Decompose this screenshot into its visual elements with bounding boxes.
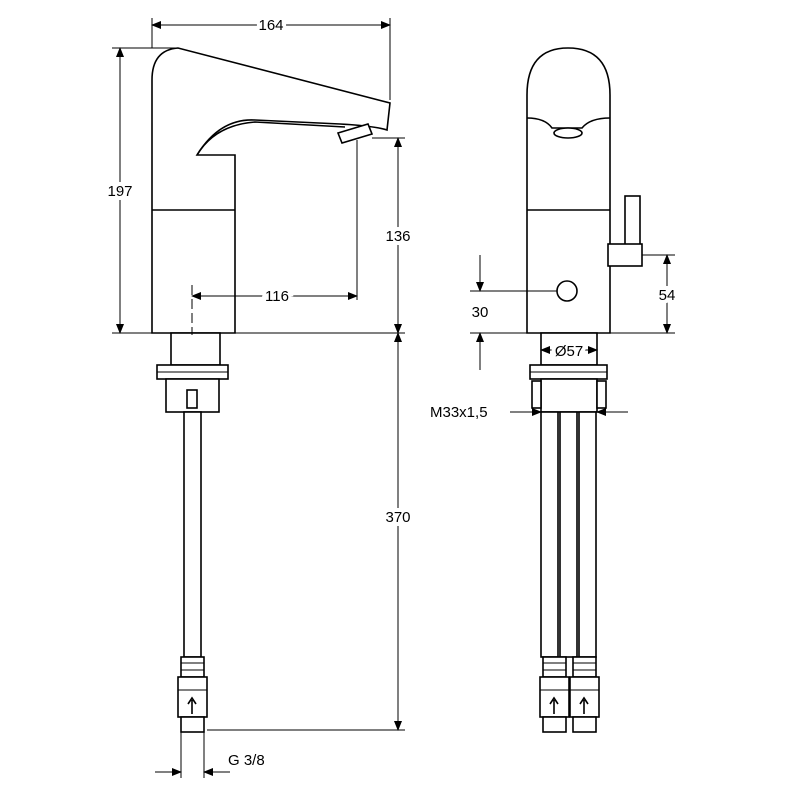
side-flow-arrow-icon bbox=[187, 696, 197, 714]
front-connector-end-left bbox=[542, 716, 567, 733]
dim-spout-reach: 116 bbox=[265, 288, 289, 305]
side-dimensions: 164 197 136 116 370 G 3/8 bbox=[103, 14, 415, 778]
front-body bbox=[526, 47, 611, 334]
front-connector-nut-left bbox=[542, 656, 567, 678]
side-outlet-aerator bbox=[336, 123, 374, 144]
side-view bbox=[151, 47, 391, 733]
dim-total-width: 164 bbox=[258, 17, 283, 34]
front-lever-handle bbox=[624, 195, 641, 249]
front-hose-center bbox=[559, 411, 578, 658]
dim-connection-thread: G 3/8 bbox=[228, 752, 265, 769]
front-hose-right bbox=[578, 411, 597, 658]
dim-sensor-height: 30 bbox=[472, 304, 489, 321]
front-fixing-body bbox=[540, 378, 598, 413]
front-connector-end-right bbox=[572, 716, 597, 733]
front-dimensions: 30 54 Ø57 M33x1,5 bbox=[430, 254, 679, 421]
side-hose bbox=[183, 411, 202, 658]
dim-body-diameter: Ø57 bbox=[555, 343, 583, 360]
front-lever-base bbox=[607, 243, 643, 267]
front-hose-left bbox=[540, 411, 559, 658]
side-shank bbox=[170, 332, 221, 366]
dim-hose-length: 370 bbox=[385, 509, 410, 526]
side-connector-end bbox=[180, 716, 205, 733]
side-connector-nut bbox=[180, 656, 205, 678]
sensor-window bbox=[556, 280, 578, 302]
front-flow-arrow-left-icon bbox=[549, 696, 559, 714]
side-spout-inner-curve bbox=[196, 121, 346, 156]
dim-spout-height: 136 bbox=[385, 228, 410, 245]
front-connector-nut-right bbox=[572, 656, 597, 678]
front-fixing-pin-right bbox=[596, 380, 607, 409]
dim-total-height: 197 bbox=[107, 183, 132, 200]
front-flow-arrow-right-icon bbox=[579, 696, 589, 714]
front-fixing-pin-left bbox=[531, 380, 542, 409]
front-outlet-aerator bbox=[553, 127, 583, 139]
front-view bbox=[526, 47, 643, 733]
dim-lever-height: 54 bbox=[659, 287, 676, 304]
dim-thread-size: M33x1,5 bbox=[430, 404, 488, 421]
side-fixing-pin bbox=[186, 389, 198, 409]
